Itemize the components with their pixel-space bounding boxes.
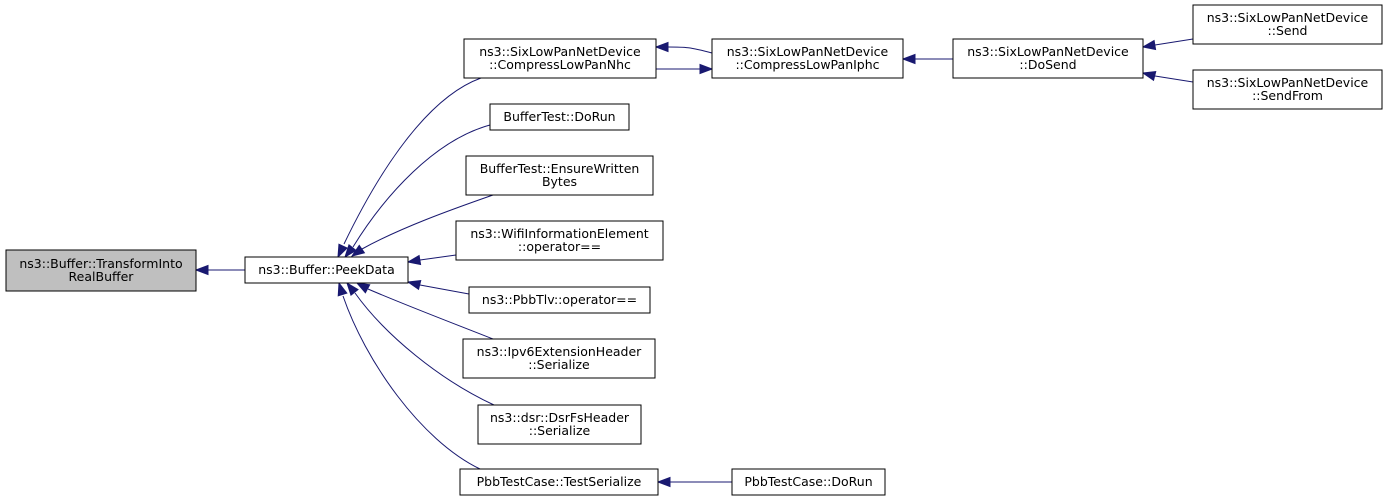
node-label: BufferTest::EnsureWritten (480, 161, 640, 176)
edge-send-to-dosend (1141, 38, 1194, 51)
edge-arrowhead (346, 281, 359, 297)
node-label: ns3::SixLowPanNetDevice (479, 44, 641, 59)
edge-arrowhead (1141, 39, 1157, 51)
edge-pbbtlv-to-peekdata (406, 279, 470, 295)
edge-ensurewritten-to-peekdata (350, 194, 494, 257)
edge-sendfrom-to-dosend (1141, 70, 1194, 83)
node-label: PbbTestCase::DoRun (744, 474, 872, 489)
edge-line (361, 194, 494, 250)
edge-line (1154, 38, 1194, 46)
node-box (1192, 69, 1383, 110)
node-label: ::CompressLowPanNhc (489, 57, 631, 72)
node-pbbtlv[interactable]: ns3::PbbTlv::operator== (468, 286, 651, 314)
node-box (711, 38, 904, 79)
edge-buftest_dorun-to-peekdata (344, 124, 491, 259)
node-dosend[interactable]: ns3::SixLowPanNetDevice::DoSend (952, 38, 1144, 79)
node-label: ns3::WifiInformationElement (470, 226, 648, 241)
node-label: ns3::dsr::DsrFsHeader (490, 410, 630, 425)
edge-compressiphc-to-compressnhc (654, 41, 713, 54)
node-compressnhc[interactable]: ns3::SixLowPanNetDevice::CompressLowPanN… (463, 38, 657, 79)
edge-ipv6ext-to-peekdata (355, 282, 494, 340)
edge-arrowhead (355, 282, 371, 294)
edge-line (354, 292, 495, 406)
node-box (477, 404, 642, 445)
edge-arrowhead (350, 244, 366, 257)
node-box (463, 38, 657, 79)
node-label: ::DoSend (1019, 57, 1076, 72)
edge-dosend-to-compressiphc (901, 53, 953, 65)
node-sendfrom[interactable]: ns3::SixLowPanNetDevice::SendFrom (1192, 69, 1383, 110)
node-label: BufferTest::DoRun (503, 109, 615, 124)
node-box (462, 338, 656, 379)
node-label: ::operator== (518, 239, 601, 254)
edge-arrowhead (337, 281, 348, 297)
edge-arrowhead (901, 53, 916, 65)
node-box (455, 220, 664, 261)
edge-compressnhc-to-peekdata (337, 77, 482, 259)
edge-line (419, 284, 470, 295)
node-label: ns3::SixLowPanNetDevice (727, 44, 889, 59)
node-box (459, 468, 659, 496)
node-label: ::CompressLowPanIphc (735, 57, 879, 72)
edge-arrowhead (1141, 70, 1157, 82)
node-wifiinfo[interactable]: ns3::WifiInformationElement::operator== (455, 220, 664, 261)
node-label: ns3::Buffer::PeekData (258, 262, 395, 277)
edge-line (667, 46, 713, 54)
edge-arrowhead (699, 63, 714, 75)
node-label: ns3::PbbTlv::operator== (482, 292, 637, 307)
node-send[interactable]: ns3::SixLowPanNetDevice::Send (1192, 4, 1383, 45)
node-label: ns3::Ipv6ExtensionHeader (477, 344, 643, 359)
edge-line (419, 254, 457, 261)
edge-arrowhead (656, 476, 671, 488)
node-label: ns3::SixLowPanNetDevice (1207, 75, 1369, 90)
node-buftest_dorun[interactable]: BufferTest::DoRun (489, 103, 630, 131)
node-box (952, 38, 1144, 79)
edges-layer (194, 38, 1194, 488)
edge-pbbdorun-to-pbbtestserialize (656, 476, 732, 488)
node-label: PbbTestCase::TestSerialize (477, 474, 642, 489)
node-dsrfs[interactable]: ns3::dsr::DsrFsHeader::Serialize (477, 404, 642, 445)
edge-arrowhead (406, 279, 422, 291)
edge-arrowhead (654, 41, 669, 53)
edge-arrowhead (344, 243, 357, 259)
node-box (489, 103, 630, 131)
edge-pbbtestserialize-to-peekdata (337, 281, 481, 470)
edge-line (1154, 75, 1194, 83)
edge-line (367, 288, 494, 340)
node-peekdata[interactable]: ns3::Buffer::PeekData (244, 256, 409, 284)
edge-arrowhead (337, 243, 348, 259)
edge-line (352, 124, 491, 248)
edge-line (343, 77, 482, 245)
edge-compressnhc-to-compressiphc (656, 63, 714, 75)
edge-arrowhead (406, 254, 422, 266)
node-box (1192, 4, 1383, 45)
node-label: ::Send (1268, 23, 1308, 38)
node-label: ns3::SixLowPanNetDevice (967, 44, 1129, 59)
node-box (465, 155, 654, 196)
node-box (731, 468, 886, 496)
edge-arrowhead (194, 264, 209, 276)
edge-dsrfs-to-peekdata (346, 281, 495, 406)
node-label: ::SendFrom (1252, 88, 1323, 103)
node-label: RealBuffer (69, 269, 135, 284)
node-label: ::Serialize (529, 423, 591, 438)
node-ipv6ext[interactable]: ns3::Ipv6ExtensionHeader::Serialize (462, 338, 656, 379)
node-label: ns3::SixLowPanNetDevice (1207, 10, 1369, 25)
edge-wifiinfo-to-peekdata (406, 254, 457, 266)
node-pbbtestserialize[interactable]: PbbTestCase::TestSerialize (459, 468, 659, 496)
node-box (5, 249, 197, 292)
node-box (244, 256, 409, 284)
node-label: ns3::Buffer::TransformInto (19, 256, 182, 271)
node-label: ::Serialize (528, 357, 590, 372)
edge-line (342, 295, 481, 470)
node-compressiphc[interactable]: ns3::SixLowPanNetDevice::CompressLowPanI… (711, 38, 904, 79)
node-label: Bytes (542, 174, 577, 189)
node-pbbdorun[interactable]: PbbTestCase::DoRun (731, 468, 886, 496)
node-box (468, 286, 651, 314)
edge-peekdata-to-transform (194, 264, 245, 276)
